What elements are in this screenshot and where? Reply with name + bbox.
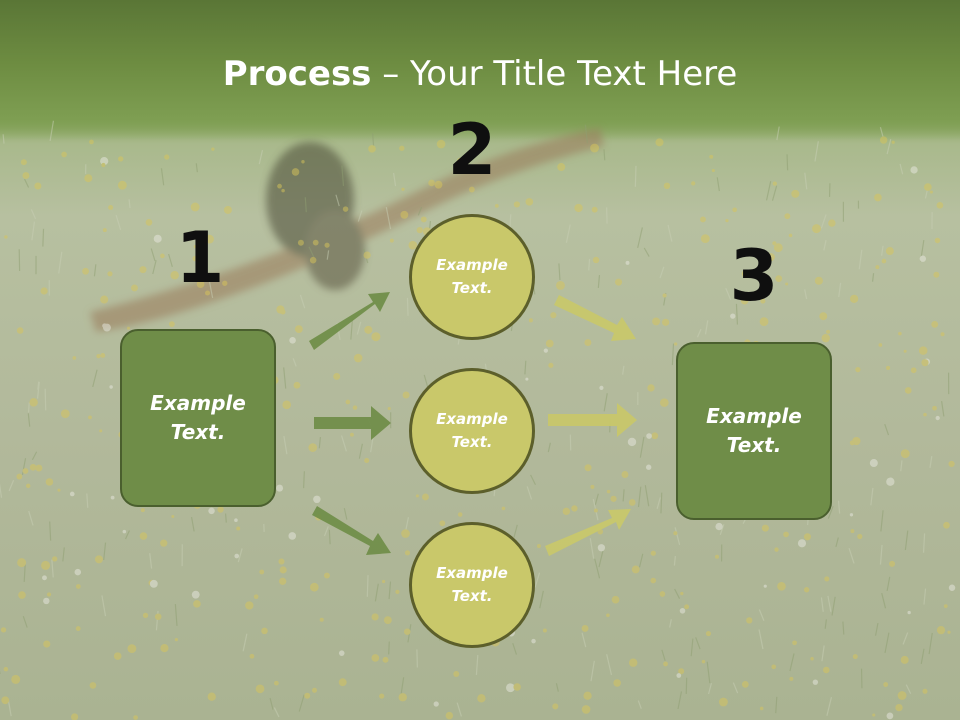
slide-title: Process – Your Title Text Here <box>0 52 960 96</box>
step-number-2: 2 <box>447 109 497 191</box>
circle-middle-text: Example Text. <box>436 410 508 451</box>
step-number-1: 1 <box>175 217 225 299</box>
title-bold: Process <box>222 54 372 94</box>
arrow-left-to-bottom <box>312 506 391 555</box>
arrow-left-to-middle <box>314 406 391 440</box>
header-band <box>0 0 960 140</box>
circle-bottom-text: Example Text. <box>436 564 508 605</box>
circle-bottom: Example Text. <box>409 522 535 648</box>
arrow-bottom-to-right <box>545 509 631 556</box>
right-box-text: Example Text. <box>706 404 802 457</box>
arrow-middle-to-right <box>548 403 637 437</box>
circle-top: Example Text. <box>409 214 535 340</box>
title-rest: – Your Title Text Here <box>371 54 738 94</box>
circle-top-text: Example Text. <box>436 256 508 297</box>
arrow-top-to-right <box>554 295 636 341</box>
step-number-3: 3 <box>729 235 779 317</box>
left-box-text: Example Text. <box>150 391 246 444</box>
right-box: Example Text. <box>676 342 832 520</box>
arrow-left-to-top <box>309 292 390 350</box>
circle-middle: Example Text. <box>409 368 535 494</box>
left-box: Example Text. <box>120 329 276 507</box>
